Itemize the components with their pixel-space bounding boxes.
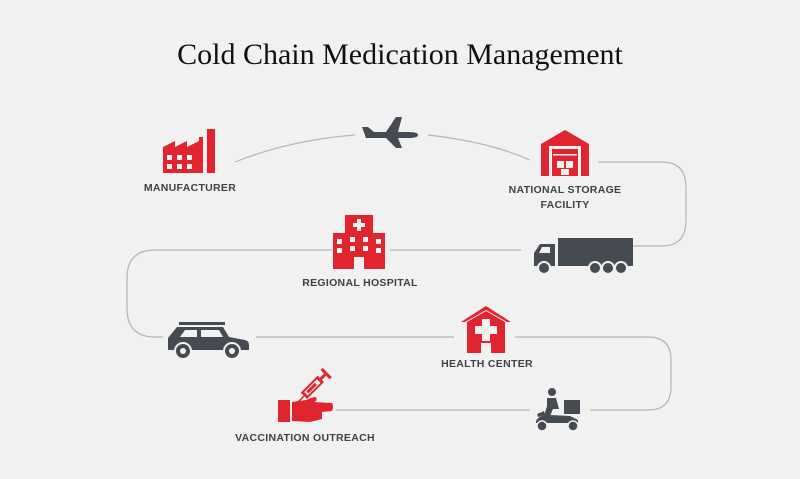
delivery-scooter-icon [534,387,584,433]
health-center-icon [459,305,513,353]
national-storage-label: NATIONAL STORAGE FACILITY [490,183,640,213]
national-storage-label-line-2: FACILITY [540,199,590,211]
truck-icon [532,236,634,276]
airplane-icon [360,115,420,149]
warehouse-icon [541,130,589,176]
vaccination-icon [276,367,336,425]
health-center-label: HEALTH CENTER [441,358,533,370]
regional-hospital-label: REGIONAL HOSPITAL [302,277,418,289]
page-title: Cold Chain Medication Management [177,38,623,71]
manufacturer-label: MANUFACTURER [143,182,237,194]
national-storage-label-line-1: NATIONAL STORAGE [508,184,622,196]
suv-icon [165,320,251,362]
factory-icon [163,127,221,175]
vaccination-outreach-label: VACCINATION OUTREACH [235,432,375,444]
hospital-icon [333,215,385,269]
